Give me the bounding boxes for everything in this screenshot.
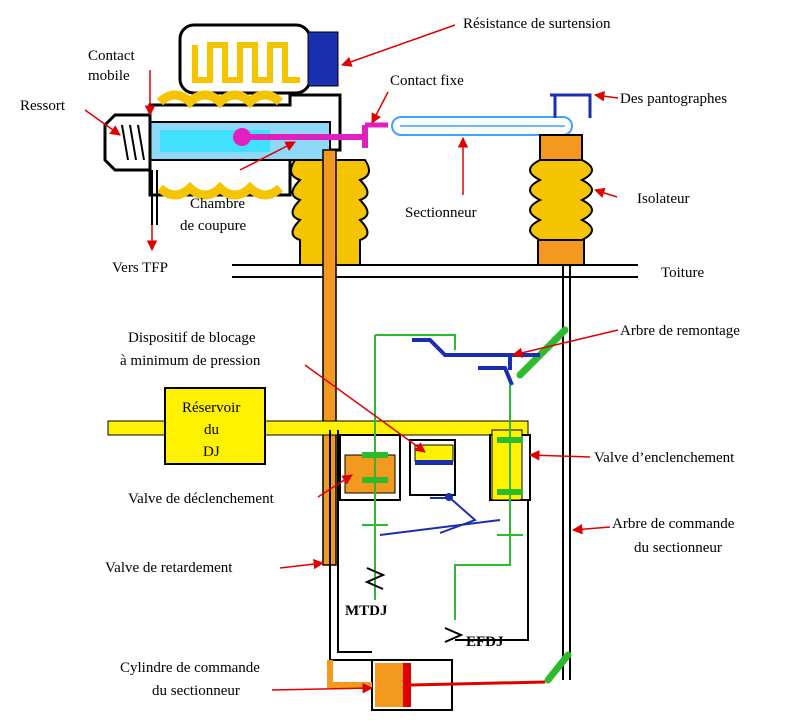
label-chambre-1: Chambre <box>190 196 245 212</box>
command-cylinder <box>327 659 546 711</box>
label-arbre-cmd-2: du sectionneur <box>634 540 722 556</box>
label-contact-mobile-2: mobile <box>88 68 130 84</box>
label-arbre-cmd-1: Arbre de commande <box>612 516 735 532</box>
label-blocage-1: Dispositif de blocage <box>128 330 256 346</box>
callout-arrows <box>84 24 619 694</box>
roof <box>232 264 638 278</box>
rearm-shaft <box>379 338 540 536</box>
disconnector <box>391 116 573 136</box>
label-retardement: Valve de retardement <box>105 560 233 576</box>
labels: Résistance de surtension Contact mobile … <box>20 16 740 699</box>
label-isolateur: Isolateur <box>637 191 689 207</box>
label-cylindre-2: du sectionneur <box>152 683 240 699</box>
label-sectionneur: Sectionneur <box>405 205 477 221</box>
label-contact-mobile-1: Contact <box>88 48 135 64</box>
surge-resistor <box>178 23 339 95</box>
label-resistance: Résistance de surtension <box>463 16 611 32</box>
label-ressort: Ressort <box>20 98 66 114</box>
label-reservoir-2: du <box>204 422 220 438</box>
label-cylindre-1: Cylindre de commande <box>120 660 260 676</box>
label-enclenchement: Valve d’enclenchement <box>594 450 735 466</box>
springs <box>364 567 464 643</box>
label-mtdj: MTDJ <box>345 603 388 619</box>
label-declenchement: Valve de déclenchement <box>128 491 275 507</box>
label-contact-fixe: Contact fixe <box>390 73 464 89</box>
label-blocage-2: à minimum de pression <box>120 353 261 369</box>
green-linkage <box>362 326 572 684</box>
label-efdj: EFDJ <box>466 634 504 650</box>
valve-block <box>329 429 531 661</box>
label-vers-tfp: Vers TFP <box>112 260 168 276</box>
air-pipe <box>107 387 529 465</box>
label-chambre-2: de coupure <box>180 218 247 234</box>
spring-housing <box>103 113 158 225</box>
support-insulator <box>529 93 593 266</box>
label-pantographes: Des pantographes <box>620 91 727 107</box>
label-reservoir-1: Réservoir <box>182 400 240 416</box>
label-reservoir-3: DJ <box>203 444 220 460</box>
label-remontage: Arbre de remontage <box>620 323 740 339</box>
label-toiture: Toiture <box>661 265 704 281</box>
